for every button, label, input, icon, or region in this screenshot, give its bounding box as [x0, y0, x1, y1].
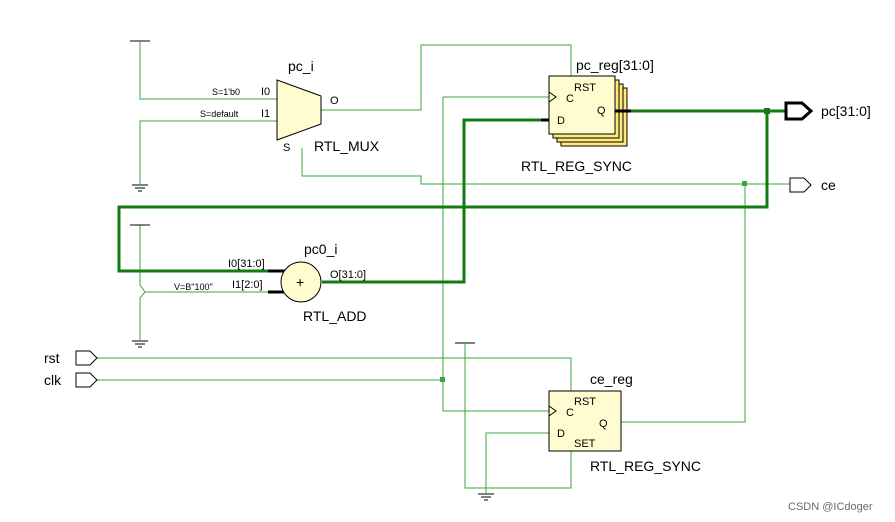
- gnd-adder: [132, 340, 148, 348]
- adder-type-label: RTL_ADD: [303, 308, 367, 324]
- port-pc-label: pc[31:0]: [821, 103, 871, 119]
- input-port-rst[interactable]: rst: [44, 350, 98, 366]
- register-ce-reg[interactable]: ce_reg RST C Q D SET RTL_REG_SYNC: [548, 371, 701, 474]
- bus-wires: [117, 109, 786, 284]
- port-rst-label: rst: [44, 350, 60, 366]
- port-rst-arrow[interactable]: [75, 350, 98, 366]
- ce-reg-clk-pin: C: [566, 407, 574, 419]
- reg-d-pin: D: [557, 115, 565, 127]
- ce-reg-type-label: RTL_REG_SYNC: [590, 458, 701, 474]
- port-ce-label: ce: [821, 177, 836, 193]
- adder-instance-name: pc0_i: [304, 241, 337, 257]
- reg-q-pin: Q: [597, 105, 606, 117]
- reg-instance-name: pc_reg[31:0]: [576, 57, 654, 73]
- reg-rst-pin: RST: [574, 82, 596, 94]
- wire-rst[interactable]: [97, 357, 572, 391]
- port-clk-label: clk: [44, 372, 62, 388]
- adder-symbol: +: [296, 274, 304, 290]
- wire-clk-to-ce-reg[interactable]: [442, 97, 552, 412]
- gnd-ce: [478, 493, 494, 501]
- port-clk-arrow[interactable]: [75, 372, 98, 388]
- junction-ce: [742, 181, 747, 186]
- output-port-ce[interactable]: ce: [789, 177, 836, 193]
- wire-ce-set[interactable]: [464, 344, 572, 489]
- wire-adder-const[interactable]: [139, 225, 146, 340]
- mux-in0-const: S=1'b0: [212, 87, 240, 97]
- reg-type-label: RTL_REG_SYNC: [521, 158, 632, 174]
- ce-reg-d-pin: D: [557, 428, 565, 440]
- output-port-pc[interactable]: pc[31:0]: [784, 101, 871, 121]
- ce-reg-q-pin: Q: [599, 418, 608, 430]
- mux-sel-pin: S: [283, 142, 290, 154]
- wire-mux-out-to-rst[interactable]: [321, 44, 572, 111]
- ce-reg-rst-pin: RST: [574, 396, 596, 408]
- mux-in1-pin: I1: [261, 108, 270, 120]
- adder-out-pin: O[31:0]: [330, 269, 366, 281]
- single-bit-wires: [97, 42, 790, 493]
- ce-reg-set-pin: SET: [574, 438, 596, 450]
- reg-clk-pin: C: [566, 93, 574, 105]
- supply-symbols: [130, 40, 494, 501]
- mux-in1-const: S=default: [200, 109, 239, 119]
- wire-ce-d[interactable]: [485, 432, 552, 493]
- watermark: CSDN @ICdoger: [788, 501, 873, 513]
- mux-out-pin: O: [330, 95, 339, 107]
- bus-adder-out[interactable]: [322, 118, 552, 284]
- wire-mux-select[interactable]: [301, 148, 745, 185]
- port-pc-arrow[interactable]: [784, 101, 814, 121]
- wire-mux-i1[interactable]: [139, 120, 277, 184]
- mux-type-label: RTL_MUX: [314, 138, 380, 154]
- wire-mux-i0[interactable]: [139, 42, 277, 100]
- adder-body[interactable]: [280, 261, 322, 303]
- port-ce-arrow[interactable]: [789, 177, 812, 193]
- adder-pc0-i[interactable]: + pc0_i I0[31:0] I1[2:0] O[31:0] V=B"100…: [174, 241, 367, 324]
- adder-const-label: V=B"100": [174, 282, 213, 292]
- bus-feedback[interactable]: [117, 111, 769, 273]
- ce-reg-clock-marker: [548, 405, 557, 417]
- ce-reg-body[interactable]: [548, 390, 622, 452]
- reg-body[interactable]: [548, 75, 616, 135]
- gnd-mux: [132, 184, 148, 192]
- mux-pc-i[interactable]: pc_i I0 I1 O S RTL_MUX S=1'b0 S=default: [200, 58, 380, 154]
- register-pc-reg[interactable]: pc_reg[31:0] RST C D Q RTL_REG_SYNC: [521, 57, 654, 174]
- wire-ce-net[interactable]: [621, 183, 790, 423]
- reg-clock-marker: [548, 91, 557, 103]
- mux-instance-name: pc_i: [288, 58, 314, 74]
- mux-body[interactable]: [276, 79, 322, 141]
- junctions: [440, 108, 770, 382]
- ce-reg-instance-name: ce_reg: [590, 371, 633, 387]
- adder-in0-pin: I0[31:0]: [228, 258, 265, 270]
- junction-clk: [440, 377, 445, 382]
- input-port-clk[interactable]: clk: [44, 372, 98, 388]
- adder-in1-pin: I1[2:0]: [232, 279, 263, 291]
- mux-in0-pin: I0: [261, 86, 270, 98]
